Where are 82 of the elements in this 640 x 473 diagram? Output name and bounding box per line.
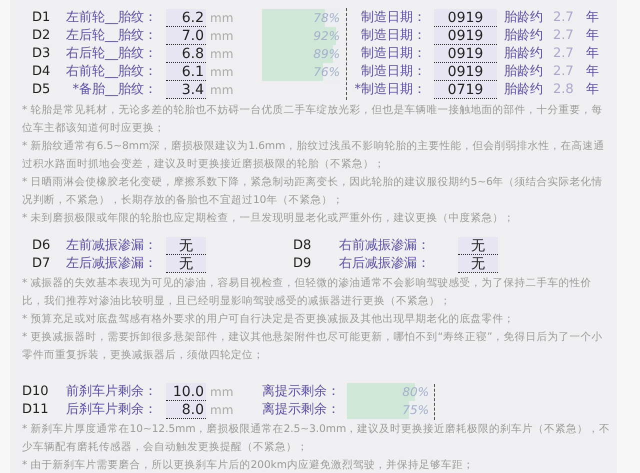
field-label: 胎龄约 (504, 9, 543, 27)
reading-value: 10.0 (166, 383, 206, 401)
field-label: 胎龄约 (504, 27, 543, 45)
reading-value: 7.0 (166, 27, 206, 45)
unit-text: mm (210, 402, 234, 419)
field-label: 左后减振渗漏： (65, 255, 157, 273)
field-label: 胎龄约 (504, 45, 543, 63)
row-id: D4 (32, 63, 50, 81)
reading-value: 无 (166, 237, 206, 255)
unit-text: mm (210, 384, 234, 401)
reading-value: 6.1 (166, 63, 206, 81)
unit-text: mm (210, 46, 234, 63)
row-id: D3 (32, 45, 50, 63)
row-id: D2 (32, 27, 50, 45)
unit-text: 年 (586, 63, 599, 81)
note-text: * 由于新刹车片需要磨合，所以更换刹车片后的200km内应避免激烈驾驶，并保持足够车距； (22, 458, 475, 473)
reading-value: 0919 (434, 9, 497, 27)
note-text: * 预算充足或对底盘驾感有格外要求的用户可自行决定是否更换减振及其他出现早期老化的底盘零件； (22, 312, 516, 327)
row-id: D6 (32, 237, 50, 255)
field-label: *制造日期： (354, 81, 426, 99)
field-label: 胎龄约 (504, 81, 543, 99)
reading-value: 3.4 (166, 81, 206, 99)
field-label: 左前轮__胎纹： (65, 9, 157, 27)
age-value: 2.8 (553, 81, 574, 99)
field-label: 制造日期： (360, 45, 426, 63)
reading-value: 0919 (434, 27, 497, 45)
reading-value: 无 (458, 255, 498, 273)
field-label: 左后轮__胎纹： (65, 27, 157, 45)
progress-bar: 89% (262, 45, 340, 63)
field-label: 右前轮__胎纹： (65, 63, 157, 81)
age-value: 2.7 (553, 27, 574, 45)
note-text: * 新刹车片厚度通常在10~12.5mm，磨损极限通常在2.5~3.0mm，建议及时更换接近磨耗极限的刹车片（不紧急），不少车辆配有磨耗传感器，会自动触发更换提醒（不紧急）； (22, 422, 612, 455)
age-value: 2.7 (553, 45, 574, 63)
age-value: 2.7 (553, 63, 574, 81)
reading-value: 无 (458, 237, 498, 255)
reading-value: 6.2 (166, 9, 206, 27)
row-id: D10 (22, 383, 49, 401)
note-text: * 新胎纹通常有6.5~8mm深，磨损极限建议为1.6mm，胎纹过浅虽不影响轮胎的主要性能，但会削弱排水性，在高速通过积水路面时抓地会变差，建议及时更换接近磨损极限的轮胎（不紧急）； (22, 139, 606, 172)
reading-value: 0719 (434, 81, 497, 99)
progress-bar: 80% (347, 383, 429, 401)
field-label: 左前减振渗漏： (65, 237, 157, 255)
note-text: * 轮胎是常见耗材，无论多差的轮胎也不妨碍一台优质二手车绽放光彩，但也是车辆唯一接触地面的部件，十分重要，每位车主都该知道何时应更换； (22, 103, 604, 136)
note-text: * 减振器的失效基本表现为可见的渗油，容易目视检查，但轻微的渗油通常不会影响驾驶感受，为了保持二手车的性价比，我们推荐对渗油比较明显，且已经明显影响驾驶感受的减振器进行更换（不紧急）； (22, 276, 593, 309)
progress-bar: 78% (262, 9, 340, 27)
row-id: D7 (32, 255, 50, 273)
unit-text: mm (210, 28, 234, 45)
row-id: D8 (293, 237, 312, 255)
field-label: 制造日期： (360, 9, 426, 27)
field-label: 右前减振渗漏： (338, 237, 430, 255)
age-value: 2.7 (553, 9, 574, 27)
field-label: 离提示剩余： (262, 401, 340, 419)
unit-text: mm (210, 64, 234, 81)
row-id: D11 (22, 401, 49, 419)
progress-bar: 76% (262, 63, 340, 81)
unit-text: mm (210, 10, 234, 27)
field-label: 制造日期： (360, 63, 426, 81)
reading-value: 8.0 (166, 401, 206, 419)
field-label: 后刹车片剩余： (65, 401, 157, 419)
field-label: 制造日期： (360, 27, 426, 45)
field-label: 前刹车片剩余： (65, 383, 157, 401)
reading-value: 0919 (434, 63, 497, 81)
unit-text: 年 (586, 81, 599, 99)
field-label: 右后减振渗漏： (338, 255, 430, 273)
note-text: * 更换减振器时，需要拆卸很多悬架部件，建议其他悬架附件也尽可能更新，哪怕不到“寿终正寝”，免得日后为了一个小零件而重复拆装，更换减振器后，须做四轮定位； (22, 330, 604, 363)
reading-value: 无 (166, 255, 206, 273)
reading-value: 0919 (434, 45, 497, 63)
unit-text: 年 (586, 27, 599, 45)
row-id: D5 (32, 81, 50, 99)
unit-text: mm (210, 82, 234, 99)
unit-text: 年 (586, 9, 599, 27)
field-label: 右后轮__胎纹： (65, 45, 157, 63)
progress-bar: 92% (262, 27, 340, 45)
field-label: *备胎__胎纹： (72, 81, 157, 99)
unit-text: 年 (586, 45, 599, 63)
row-id: D9 (293, 255, 312, 273)
field-label: 胎龄约 (504, 63, 543, 81)
reading-value: 6.8 (166, 45, 206, 63)
row-id: D1 (32, 9, 50, 27)
note-text: * 日晒雨淋会使橡胶老化变硬，摩擦系数下降，紧急制动距离变长，因此轮胎的建议服役期约5~6年（须结合实际老化情况判断，不紧急），长期存放的备胎也不宜超过10年（不紧急）； (22, 175, 604, 208)
note-text: * 未到磨损极限或年限的轮胎也应定期检查，一旦发现明显老化或严重外伤，建议更换（中度紧急）； (22, 211, 516, 226)
progress-bar: 75% (347, 401, 429, 419)
field-label: 离提示剩余： (262, 383, 340, 401)
